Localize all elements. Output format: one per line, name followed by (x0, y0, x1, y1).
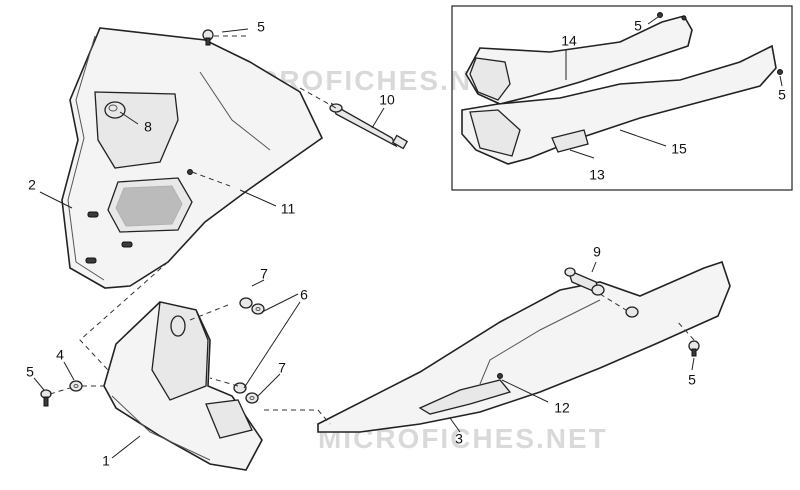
callout-numbers: 5 8 10 2 11 7 6 7 4 5 1 3 12 9 5 5 14 5 … (26, 18, 786, 469)
callout-7-upper: 7 (260, 266, 268, 282)
part-3-lower-fairing[interactable] (317, 260, 731, 433)
callout-2: 2 (28, 177, 36, 193)
callout-7-lower: 7 (278, 360, 286, 376)
part-4-washer[interactable] (69, 380, 83, 392)
callout-4: 4 (56, 347, 64, 363)
callout-5-inset-right: 5 (778, 87, 786, 103)
assembly-lines (49, 35, 695, 425)
part-9-bolt[interactable] (564, 267, 605, 296)
inset-assembly[interactable] (461, 12, 783, 165)
callout-9: 9 (593, 244, 601, 260)
leader-lines (33, 16, 783, 459)
callout-8: 8 (144, 119, 152, 135)
part-10-spacer[interactable] (329, 102, 409, 150)
callout-13: 13 (589, 167, 605, 183)
inset-frame (451, 5, 793, 191)
callout-5-inset-top: 5 (634, 18, 642, 34)
callout-14: 14 (561, 33, 577, 49)
callout-5-left: 5 (26, 364, 34, 380)
callout-5-top: 5 (257, 19, 265, 35)
part-8-grommet[interactable] (104, 101, 126, 119)
part-5-screw-left[interactable] (40, 389, 52, 407)
callout-12: 12 (554, 400, 570, 416)
callout-15: 15 (671, 141, 687, 157)
callout-5-right: 5 (688, 372, 696, 388)
part-5-screw-top[interactable] (202, 29, 214, 46)
callout-11: 11 (281, 201, 296, 217)
part-5-screw-right[interactable] (688, 340, 700, 357)
callout-3: 3 (455, 431, 463, 447)
part-1-lower-bracket[interactable] (103, 301, 263, 471)
callout-1: 1 (102, 453, 110, 469)
callout-10: 10 (379, 92, 395, 108)
part-6-7-spacers-upper[interactable] (239, 297, 265, 315)
callout-6: 6 (300, 287, 308, 303)
